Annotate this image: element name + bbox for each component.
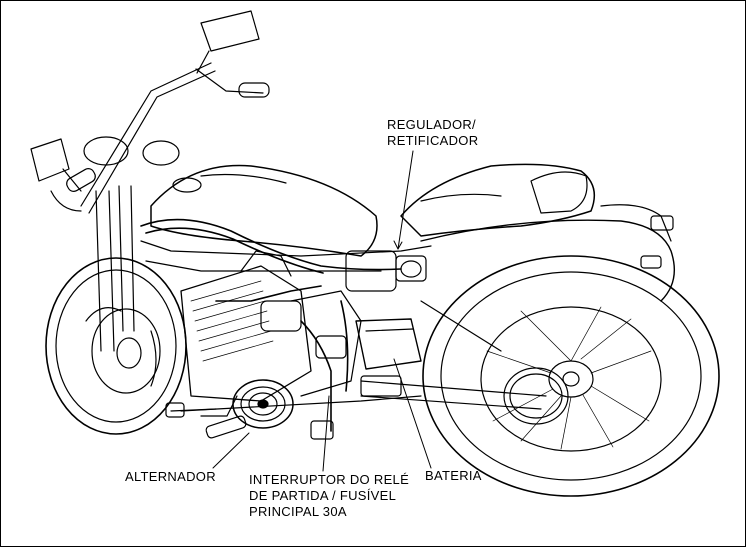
wiring-harness <box>140 218 402 432</box>
label-relay-line-1: INTERRUPTOR DO RELÉ <box>249 472 410 487</box>
rear-fender <box>420 204 675 302</box>
starter-relay <box>310 335 347 440</box>
label-regulator-line-2: RETIFICADOR <box>387 133 479 148</box>
fuel-tank <box>150 164 378 257</box>
seat <box>400 163 596 237</box>
frame-tubes <box>140 240 547 412</box>
label-relay-line-3: PRINCIPAL 30A <box>249 504 347 519</box>
rear-wheel <box>422 255 720 497</box>
front-wheel <box>45 257 187 435</box>
fork-and-handlebar <box>30 10 270 352</box>
battery <box>355 318 422 397</box>
regulator-rectifier <box>345 250 427 292</box>
label-alternator: ALTERNADOR <box>125 469 216 484</box>
label-regulator-line-1: REGULADOR/ <box>387 117 476 132</box>
label-regulator-rectifier: REGULADOR/ RETIFICADOR <box>387 117 478 149</box>
engine <box>180 250 362 402</box>
label-starter-relay-fuse: INTERRUPTOR DO RELÉ DE PARTIDA / FUSÍVEL… <box>249 472 409 520</box>
footpeg <box>165 402 217 418</box>
label-battery: BATERIA <box>425 468 482 483</box>
alternator-cover <box>200 379 294 439</box>
leader-lines <box>212 150 432 472</box>
label-relay-line-2: DE PARTIDA / FUSÍVEL <box>249 488 397 503</box>
